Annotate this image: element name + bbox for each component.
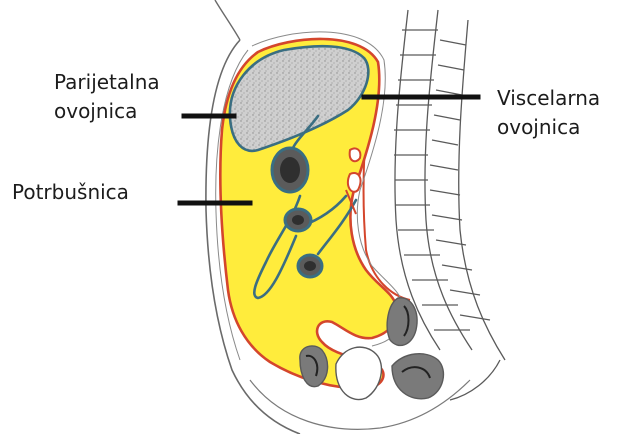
- skin-top-outline: [215, 0, 240, 40]
- label-peritoneum: Potrbušnica: [12, 178, 129, 207]
- label-parietal-layer: Parijetalna ovojnica: [54, 68, 160, 126]
- label-visceral-layer: Viscelarna ovojnica: [497, 84, 600, 142]
